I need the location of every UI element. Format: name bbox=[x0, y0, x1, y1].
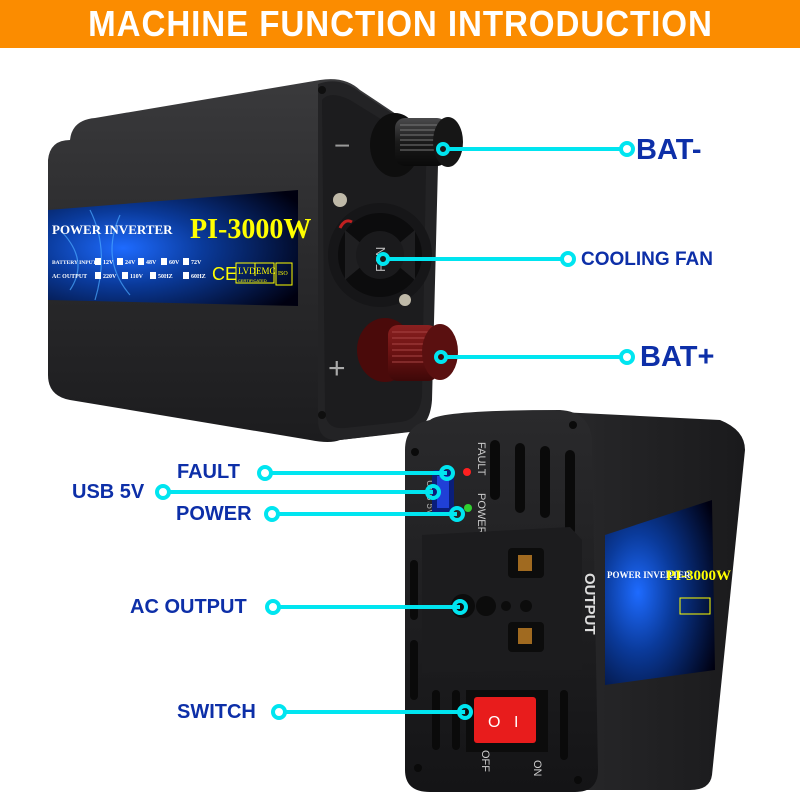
callout-ring bbox=[265, 599, 281, 615]
minus-sign: − bbox=[334, 130, 350, 161]
panel-power-text: POWER bbox=[475, 493, 487, 535]
inverter-top-view: POWER INVERTER PI-3000W BATTERY INPUT 12… bbox=[48, 79, 463, 442]
callout-cooling-fan: COOLING FAN bbox=[581, 249, 713, 270]
callout-switch: SWITCH bbox=[177, 701, 256, 723]
side-label-model: PI-3000W bbox=[666, 568, 731, 584]
side-label-brand: POWER INVERTER bbox=[607, 570, 691, 580]
callout-dot bbox=[425, 484, 441, 500]
label-brand: POWER INVERTER bbox=[52, 222, 173, 237]
label-battery-option: 24V bbox=[125, 260, 136, 266]
callout-dot bbox=[376, 252, 390, 266]
label-battery-option: 60V bbox=[169, 260, 180, 266]
callout-power: POWER bbox=[176, 503, 252, 525]
callout-bat-plus: BAT+ bbox=[640, 341, 715, 373]
label-battery-option: 48V bbox=[146, 260, 157, 266]
callout-ring bbox=[619, 141, 635, 157]
label-battery-option: 12V bbox=[103, 260, 114, 266]
callout-ring bbox=[619, 349, 635, 365]
label-ac-option: 60HZ bbox=[191, 274, 206, 280]
callout-dot bbox=[436, 142, 450, 156]
header-banner: MACHINE FUNCTION INTRODUCTION bbox=[0, 0, 800, 48]
page-title: MACHINE FUNCTION INTRODUCTION bbox=[87, 3, 713, 44]
product-illustration: POWER INVERTER PI-3000W BATTERY INPUT 12… bbox=[48, 79, 745, 792]
label-battery-option: 72V bbox=[191, 260, 202, 266]
label-ac-output: AC OUTPUT bbox=[52, 274, 87, 280]
panel-output-text: OUTPUT bbox=[581, 573, 598, 635]
callout-bat-minus: BAT- bbox=[636, 134, 702, 166]
switch-i-mark: I bbox=[514, 714, 518, 731]
callout-ring bbox=[271, 704, 287, 720]
callout-ring bbox=[264, 506, 280, 522]
label-battery-input: BATTERY INPUT bbox=[52, 260, 97, 266]
label-ac-option: 220V bbox=[103, 274, 117, 280]
cert-emc: EMC bbox=[256, 266, 276, 276]
bat-plus-terminal: + bbox=[328, 318, 458, 385]
callout-ring bbox=[155, 484, 171, 500]
ce-mark: CE bbox=[212, 264, 237, 284]
callout-fault: FAULT bbox=[177, 461, 240, 483]
plus-sign: + bbox=[328, 352, 346, 385]
label-model: PI-3000W bbox=[190, 214, 311, 245]
ac-outlet bbox=[422, 527, 582, 673]
callout-dot bbox=[457, 704, 473, 720]
cert-lvd: LVD bbox=[238, 266, 256, 276]
callout-dot bbox=[434, 350, 448, 364]
switch-o-mark: O bbox=[488, 714, 500, 731]
callout-lines bbox=[155, 141, 635, 720]
switch-on-text: ON bbox=[531, 760, 543, 777]
panel-fault-text: FAULT bbox=[475, 442, 487, 476]
callout-usb-5v: USB 5V bbox=[72, 481, 145, 503]
iso-mark: ISO bbox=[278, 271, 288, 277]
label-ac-option: 50HZ bbox=[158, 274, 173, 280]
callout-ring bbox=[257, 465, 273, 481]
callout-dot bbox=[439, 465, 455, 481]
callout-ac-output: AC OUTPUT bbox=[130, 596, 247, 618]
power-switch[interactable]: O I bbox=[466, 690, 548, 752]
callout-ring bbox=[560, 251, 576, 267]
power-led bbox=[464, 504, 472, 512]
fault-led bbox=[463, 468, 471, 476]
label-ac-option: 110V bbox=[130, 274, 144, 280]
callout-dot bbox=[449, 506, 465, 522]
bat-minus-terminal: − bbox=[334, 113, 463, 177]
product-label: POWER INVERTER PI-3000W BATTERY INPUT 12… bbox=[48, 190, 311, 306]
switch-off-text: OFF bbox=[479, 750, 491, 772]
cert-text: CERTIFICATED bbox=[238, 278, 267, 283]
callout-dot bbox=[452, 599, 468, 615]
